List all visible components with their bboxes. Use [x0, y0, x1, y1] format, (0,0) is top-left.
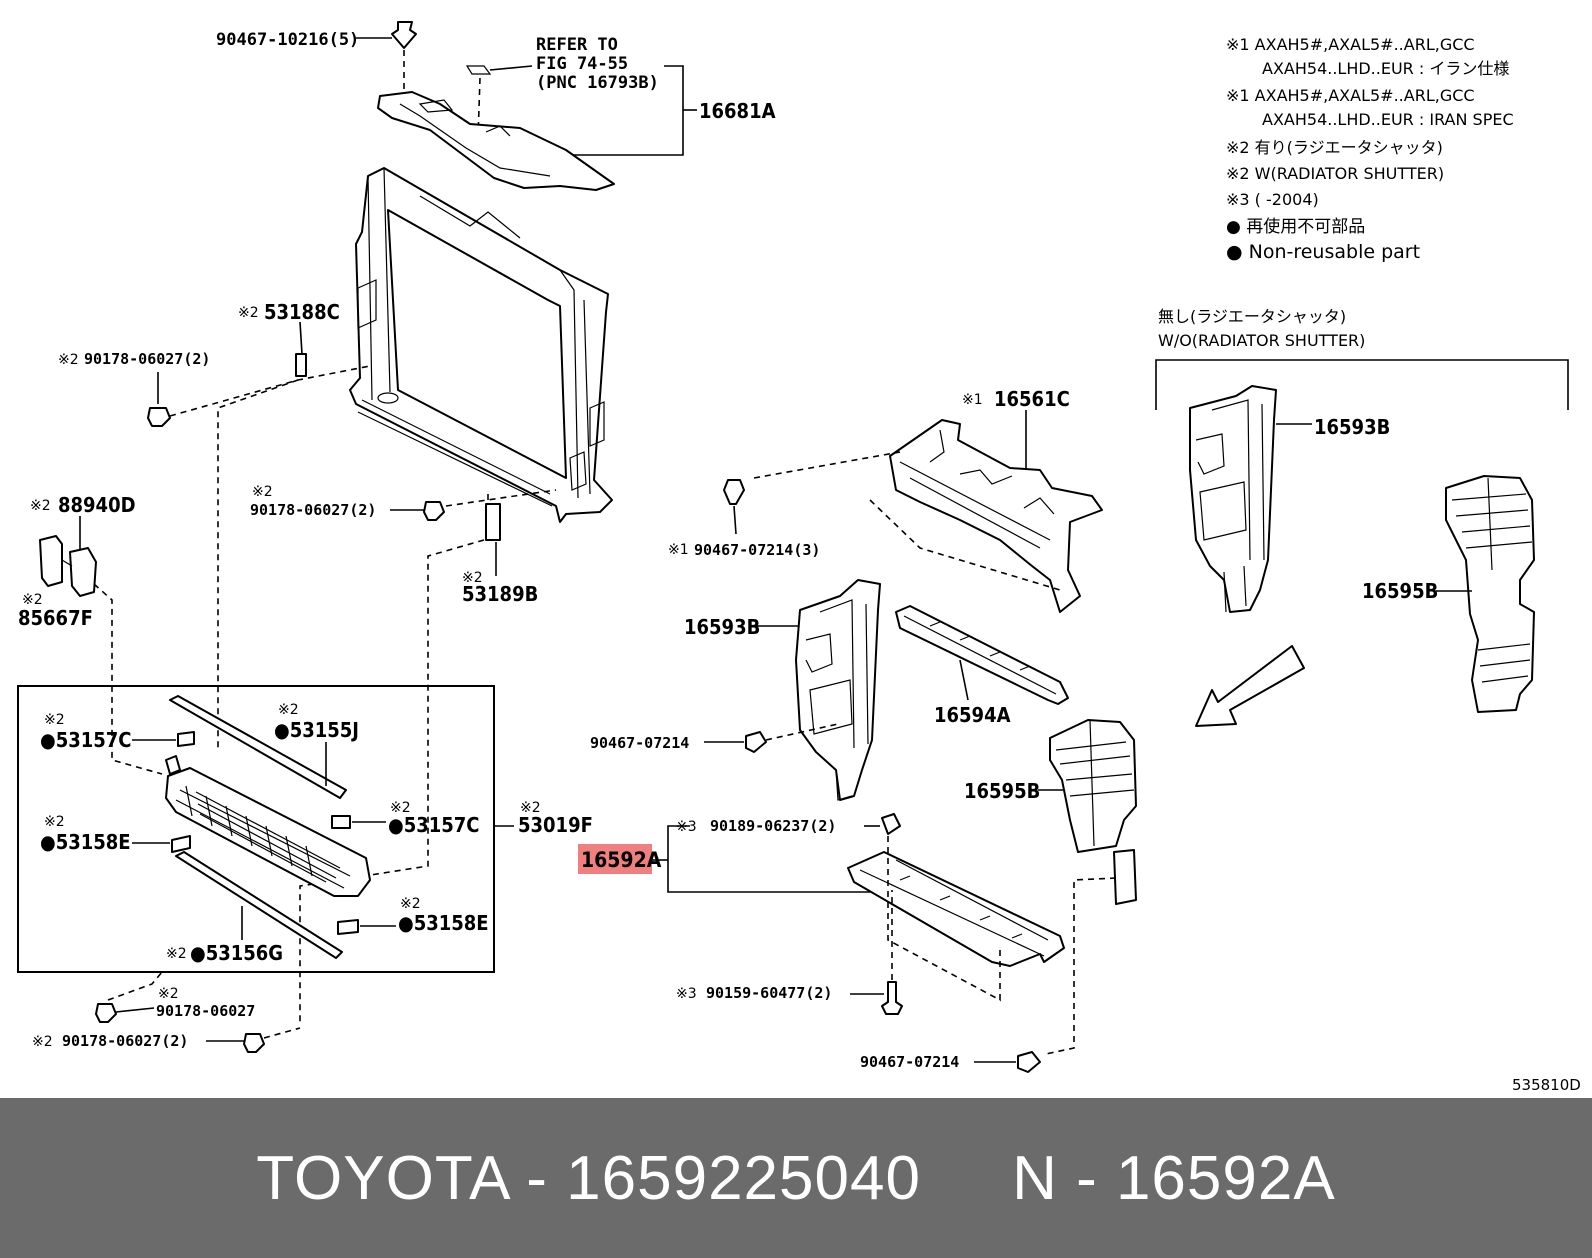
refer-line-2: FIG 74-55: [536, 54, 628, 74]
clip-90467-07214-a-icon: [745, 731, 767, 753]
clip-90467-10216: [356, 21, 417, 100]
label-90467-10216: 90467-10216(5): [216, 30, 359, 50]
label-16681A: 16681A: [699, 99, 776, 123]
mark-53157C-b: ※2: [390, 800, 411, 816]
bracket-53188C-icon: [295, 353, 307, 377]
nut-90178-d-icon: [243, 1033, 265, 1053]
sensor-88940D: [39, 535, 97, 597]
notes: ※1 AXAH5#,AXAL5#..ARL,GCC AXAH54..LHD..E…: [1226, 35, 1514, 263]
label-16593B-a: 16593B: [684, 615, 760, 639]
note-2: AXAH54..LHD..EUR : イラン仕様: [1262, 59, 1509, 78]
label-53156G: ●53156G: [190, 941, 283, 965]
pad-53158E-a: [171, 835, 191, 853]
label-16595B-a: 16595B: [964, 779, 1040, 803]
note-3: ※1 AXAH5#,AXAL5#..ARL,GCC: [1226, 86, 1475, 105]
label-16594A: 16594A: [934, 703, 1011, 727]
label-53155J: ●53155J: [274, 718, 359, 742]
refer-line-3: (PNC 16793B): [536, 73, 659, 93]
wo-shutter-jp: 無し(ラジエータシャッタ): [1158, 307, 1346, 326]
diagram-id: 535810D: [1512, 1076, 1581, 1094]
label-88940D: 88940D: [58, 493, 136, 517]
nut-90178-a-icon: [147, 407, 171, 427]
side-guide-16593B-a: [795, 579, 881, 801]
nut-90178-b-icon: [423, 501, 445, 521]
label-90178-06027-c: 90178-06027: [156, 1002, 255, 1020]
mark-53188C: ※2: [238, 305, 259, 321]
mark-90159-60477: ※3: [676, 986, 697, 1002]
mark-53158E-b: ※2: [400, 896, 421, 912]
nut-90178-c-icon: [95, 1003, 117, 1023]
bolt-90159-60477-icon: [881, 981, 903, 1015]
parts-diagram: 90467-10216(5) REFER TO FIG 74-55 (PNC 1…: [17, 21, 1581, 1094]
label-90178-06027-b: 90178-06027(2): [250, 501, 376, 519]
note-9: ● Non-reusable part: [1226, 241, 1420, 263]
side-guide-16595B-b: [1445, 475, 1535, 713]
wo-shutter-en: W/O(RADIATOR SHUTTER): [1158, 331, 1365, 350]
mark-90467-07214-3: ※1: [668, 542, 689, 558]
side-guide-16595B-a: [1049, 719, 1137, 905]
mark-53157C-a: ※2: [44, 712, 65, 728]
note-4: AXAH54..LHD..EUR : IRAN SPEC: [1262, 110, 1514, 129]
label-53157C-b: ●53157C: [388, 813, 480, 837]
guide-16594A: [895, 605, 1069, 705]
mark-53156G: ※2: [166, 946, 187, 962]
pad-53157C-b: [331, 815, 351, 829]
footer-part-number: TOYOTA - 1659225040 N - 16592A: [256, 1143, 1336, 1213]
note-7: ※3 ( -2004): [1226, 190, 1319, 209]
mark-53019F: ※2: [520, 800, 541, 816]
label-90467-07214-3: 90467-07214(3): [694, 541, 820, 559]
seal-53155J: [169, 695, 347, 799]
clip-90467-07214-3-icon: [723, 479, 745, 505]
air-guide-16561C: [889, 419, 1103, 613]
label-53019F: 53019F: [518, 813, 593, 837]
upper-cover-16681A: [377, 91, 615, 191]
mark-16561C: ※1: [962, 392, 983, 408]
grille-53019F: [165, 755, 371, 897]
mark-90178-d: ※2: [32, 1034, 53, 1050]
note-1: ※1 AXAH5#,AXAL5#..ARL,GCC: [1226, 35, 1475, 54]
direction-arrow-icon: [1195, 645, 1305, 727]
bracket-53189B-icon: [485, 503, 501, 541]
pad-53157C-a: [177, 731, 195, 747]
mark-53158E-a: ※2: [44, 814, 65, 830]
label-53158E-b: ●53158E: [398, 911, 489, 935]
mark-53189B: ※2: [462, 570, 483, 586]
label-16561C: 16561C: [994, 387, 1070, 411]
seal-53156G: [175, 851, 343, 959]
label-90467-07214-a: 90467-07214: [590, 734, 689, 752]
label-16593B-b: 16593B: [1314, 415, 1390, 439]
label-90467-07214-b: 90467-07214: [860, 1053, 959, 1071]
label-16595B-b: 16595B: [1362, 579, 1438, 603]
undercover-16592A: [847, 851, 1065, 967]
mark-53155J: ※2: [278, 702, 299, 718]
note-5: ※2 有り(ラジエータシャッタ): [1226, 138, 1443, 157]
mark-90178-c: ※2: [158, 986, 179, 1002]
radiator-support: [349, 167, 613, 523]
note-6: ※2 W(RADIATOR SHUTTER): [1226, 164, 1444, 183]
clip-90467-07214-b-icon: [1017, 1051, 1041, 1073]
label-90178-06027-d: 90178-06027(2): [62, 1032, 188, 1050]
refer-line-1: REFER TO: [536, 35, 618, 55]
mark-88940D: ※2: [30, 498, 51, 514]
highlight-16592A: [578, 844, 652, 874]
mark-90178-a: ※2: [58, 352, 79, 368]
grille-assembly-box: [17, 685, 495, 973]
label-53189B: 53189B: [462, 582, 538, 606]
label-53158E-a: ●53158E: [40, 830, 131, 854]
label-53188C: 53188C: [264, 300, 340, 324]
label-90159-60477: 90159-60477(2): [706, 984, 832, 1002]
mark-90189-06237: ※3: [676, 819, 697, 835]
side-guide-16593B-b: [1189, 385, 1277, 613]
clip-90189-06237-icon: [881, 813, 901, 835]
label-16592A[interactable]: 16592A: [581, 848, 662, 872]
mark-85667F: ※2: [22, 592, 43, 608]
mark-90178-b: ※2: [252, 484, 273, 500]
footer-banner: TOYOTA - 1659225040 N - 16592A: [0, 1098, 1592, 1258]
note-8: ● 再使用不可部品: [1226, 216, 1365, 237]
pad-53158E-b: [337, 919, 359, 935]
label-90178-06027-a: 90178-06027(2): [84, 350, 210, 368]
label-53157C-a: ●53157C: [40, 728, 132, 752]
label-90189-06237: 90189-06237(2): [710, 817, 836, 835]
label-85667F: 85667F: [18, 606, 93, 630]
